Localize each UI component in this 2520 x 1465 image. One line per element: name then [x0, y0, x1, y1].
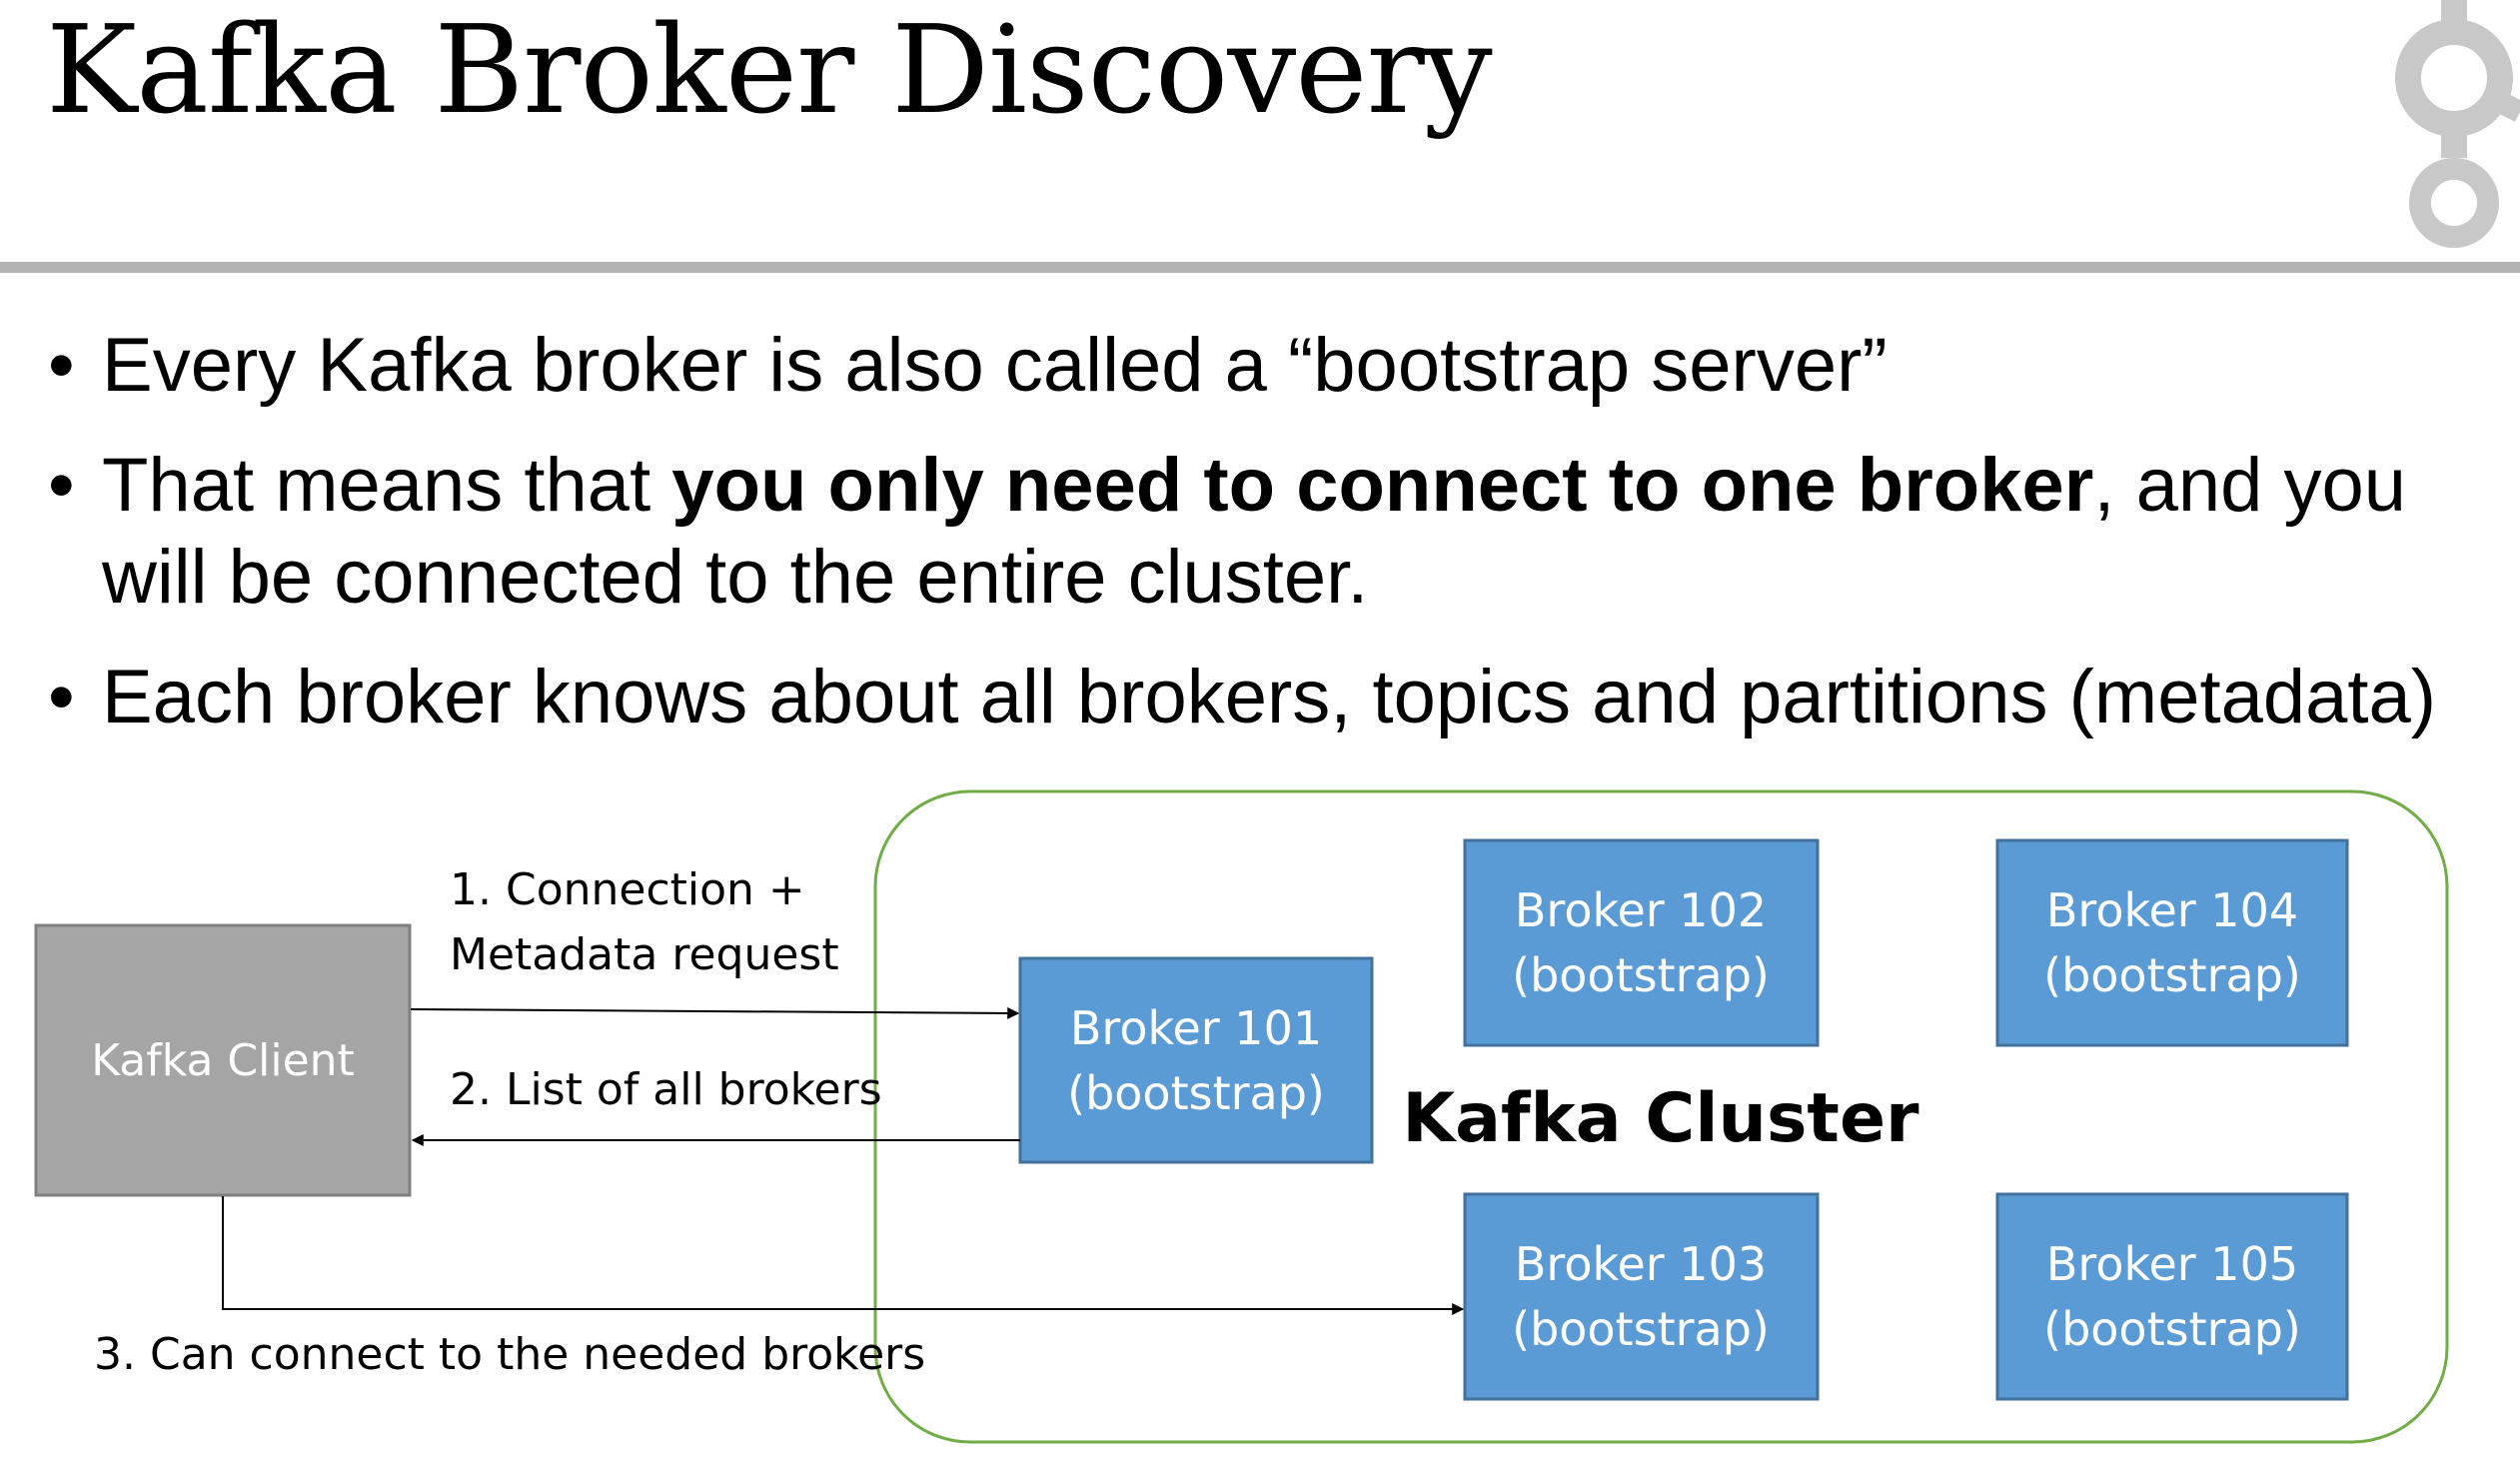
- metadata-request-arrow: [410, 1006, 1020, 1019]
- bullet-item: • Each broker knows about all brokers, t…: [48, 652, 2496, 743]
- connect-brokers-arrow: [222, 1196, 1465, 1315]
- broker-node: Broker 102 (bootstrap): [1463, 838, 1820, 1047]
- bullet-marker: •: [48, 655, 75, 739]
- broker-role: (bootstrap): [1512, 1302, 1770, 1356]
- bullet-text-emphasis: you only need to connect to one broker: [671, 443, 2094, 528]
- bullet-marker: •: [48, 323, 75, 408]
- broker-box: [1995, 838, 2349, 1047]
- bullet-item: • Every Kafka broker is also called a “b…: [48, 320, 2496, 412]
- broker-name: Broker 103: [1515, 1237, 1767, 1291]
- broker-node: Broker 101 (bootstrap): [1018, 956, 1374, 1164]
- bullet-text-suffix: , and you will be connected to the entir…: [102, 443, 2407, 620]
- kafka-client-box: [34, 923, 412, 1197]
- broker-name: Broker 101: [1070, 1001, 1322, 1055]
- broker-name: Broker 102: [1515, 883, 1767, 937]
- broker-node: Broker 105 (bootstrap): [1995, 1192, 2349, 1401]
- broker-role: (bootstrap): [2043, 1302, 2301, 1356]
- bullet-text-prefix: That means that: [102, 443, 672, 528]
- broker-box: [1463, 1192, 1820, 1401]
- broker-node: Broker 104 (bootstrap): [1995, 838, 2349, 1047]
- broker-name: Broker 105: [2046, 1237, 2298, 1291]
- step2-label: 2. List of all brokers: [450, 1064, 882, 1115]
- bullet-text: Every Kafka broker is also called a “boo…: [102, 323, 1888, 408]
- bullet-item: • That means that you only need to conne…: [48, 440, 2496, 624]
- title-divider: [0, 262, 2520, 273]
- broker-role: (bootstrap): [1512, 948, 1770, 1002]
- kafka-cluster-boundary: [873, 789, 2449, 1444]
- broker-box: [1463, 838, 1820, 1047]
- broker-role: (bootstrap): [1067, 1066, 1325, 1120]
- broker-box: [1995, 1192, 2349, 1401]
- bullet-list: • Every Kafka broker is also called a “b…: [48, 320, 2496, 771]
- slide-title: Kafka Broker Discovery: [46, 0, 1493, 141]
- kafka-logo-icon: [2395, 0, 2520, 248]
- step3-label: 3. Can connect to the needed brokers: [94, 1329, 925, 1380]
- kafka-client-label: Kafka Client: [91, 1035, 355, 1086]
- bullet-marker: •: [48, 443, 75, 528]
- step1-label-line1: 1. Connection +: [450, 864, 805, 915]
- broker-box: [1018, 956, 1374, 1164]
- broker-node: Broker 103 (bootstrap): [1463, 1192, 1820, 1401]
- kafka-cluster-label: Kafka Cluster: [1402, 1079, 1919, 1158]
- bullet-text: Each broker knows about all brokers, top…: [102, 655, 2437, 739]
- broker-name: Broker 104: [2046, 883, 2298, 937]
- step1-label-line2: Metadata request: [450, 929, 839, 980]
- broker-role: (bootstrap): [2043, 948, 2301, 1002]
